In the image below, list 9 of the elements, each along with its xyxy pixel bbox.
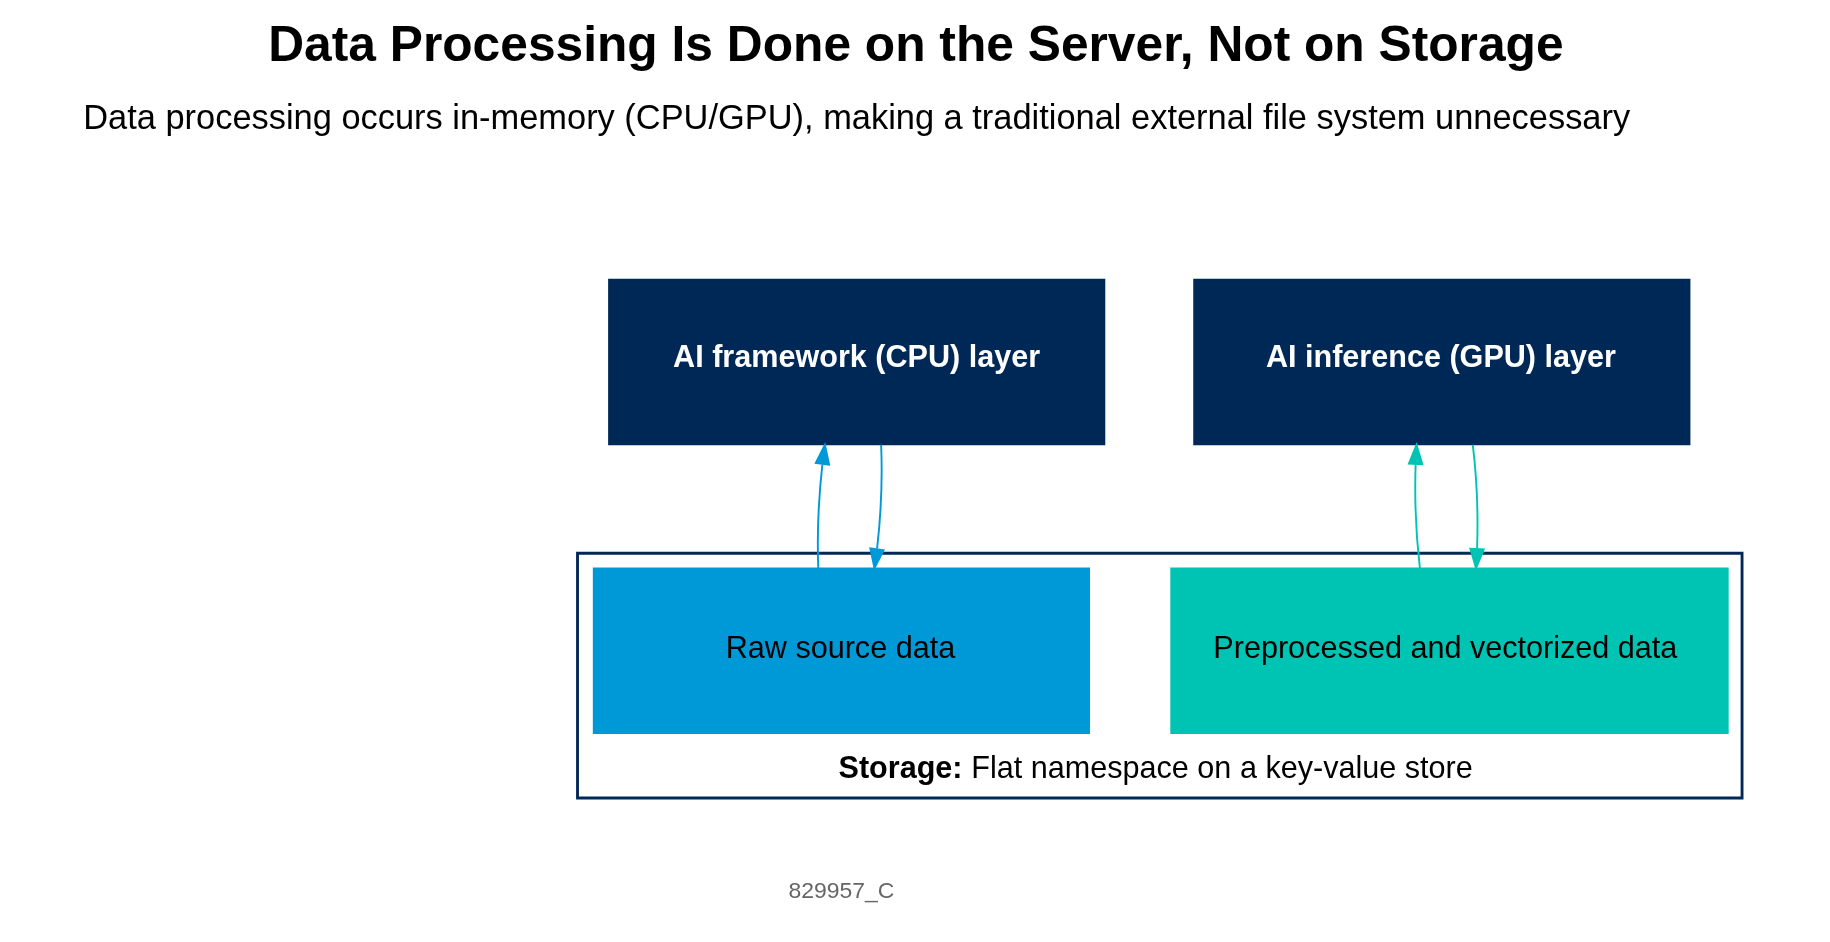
diagram-title: Data Processing Is Done on the Server, Not on Storage (267, 16, 1564, 73)
node-box: AI framework (CPU) layer (607, 278, 1105, 446)
node-box: Preprocessed and vectorized data (1169, 567, 1729, 734)
arrow (1407, 441, 1424, 570)
node-box: Raw source data (592, 567, 1090, 734)
node-box: AI inference (GPU) layer (1192, 278, 1690, 446)
arrow (813, 441, 830, 570)
label: Data processing occurs in-memory (CPU/GPU), making a traditional external file system unnecessary (82, 98, 1630, 137)
label: 829957_C (787, 876, 894, 903)
